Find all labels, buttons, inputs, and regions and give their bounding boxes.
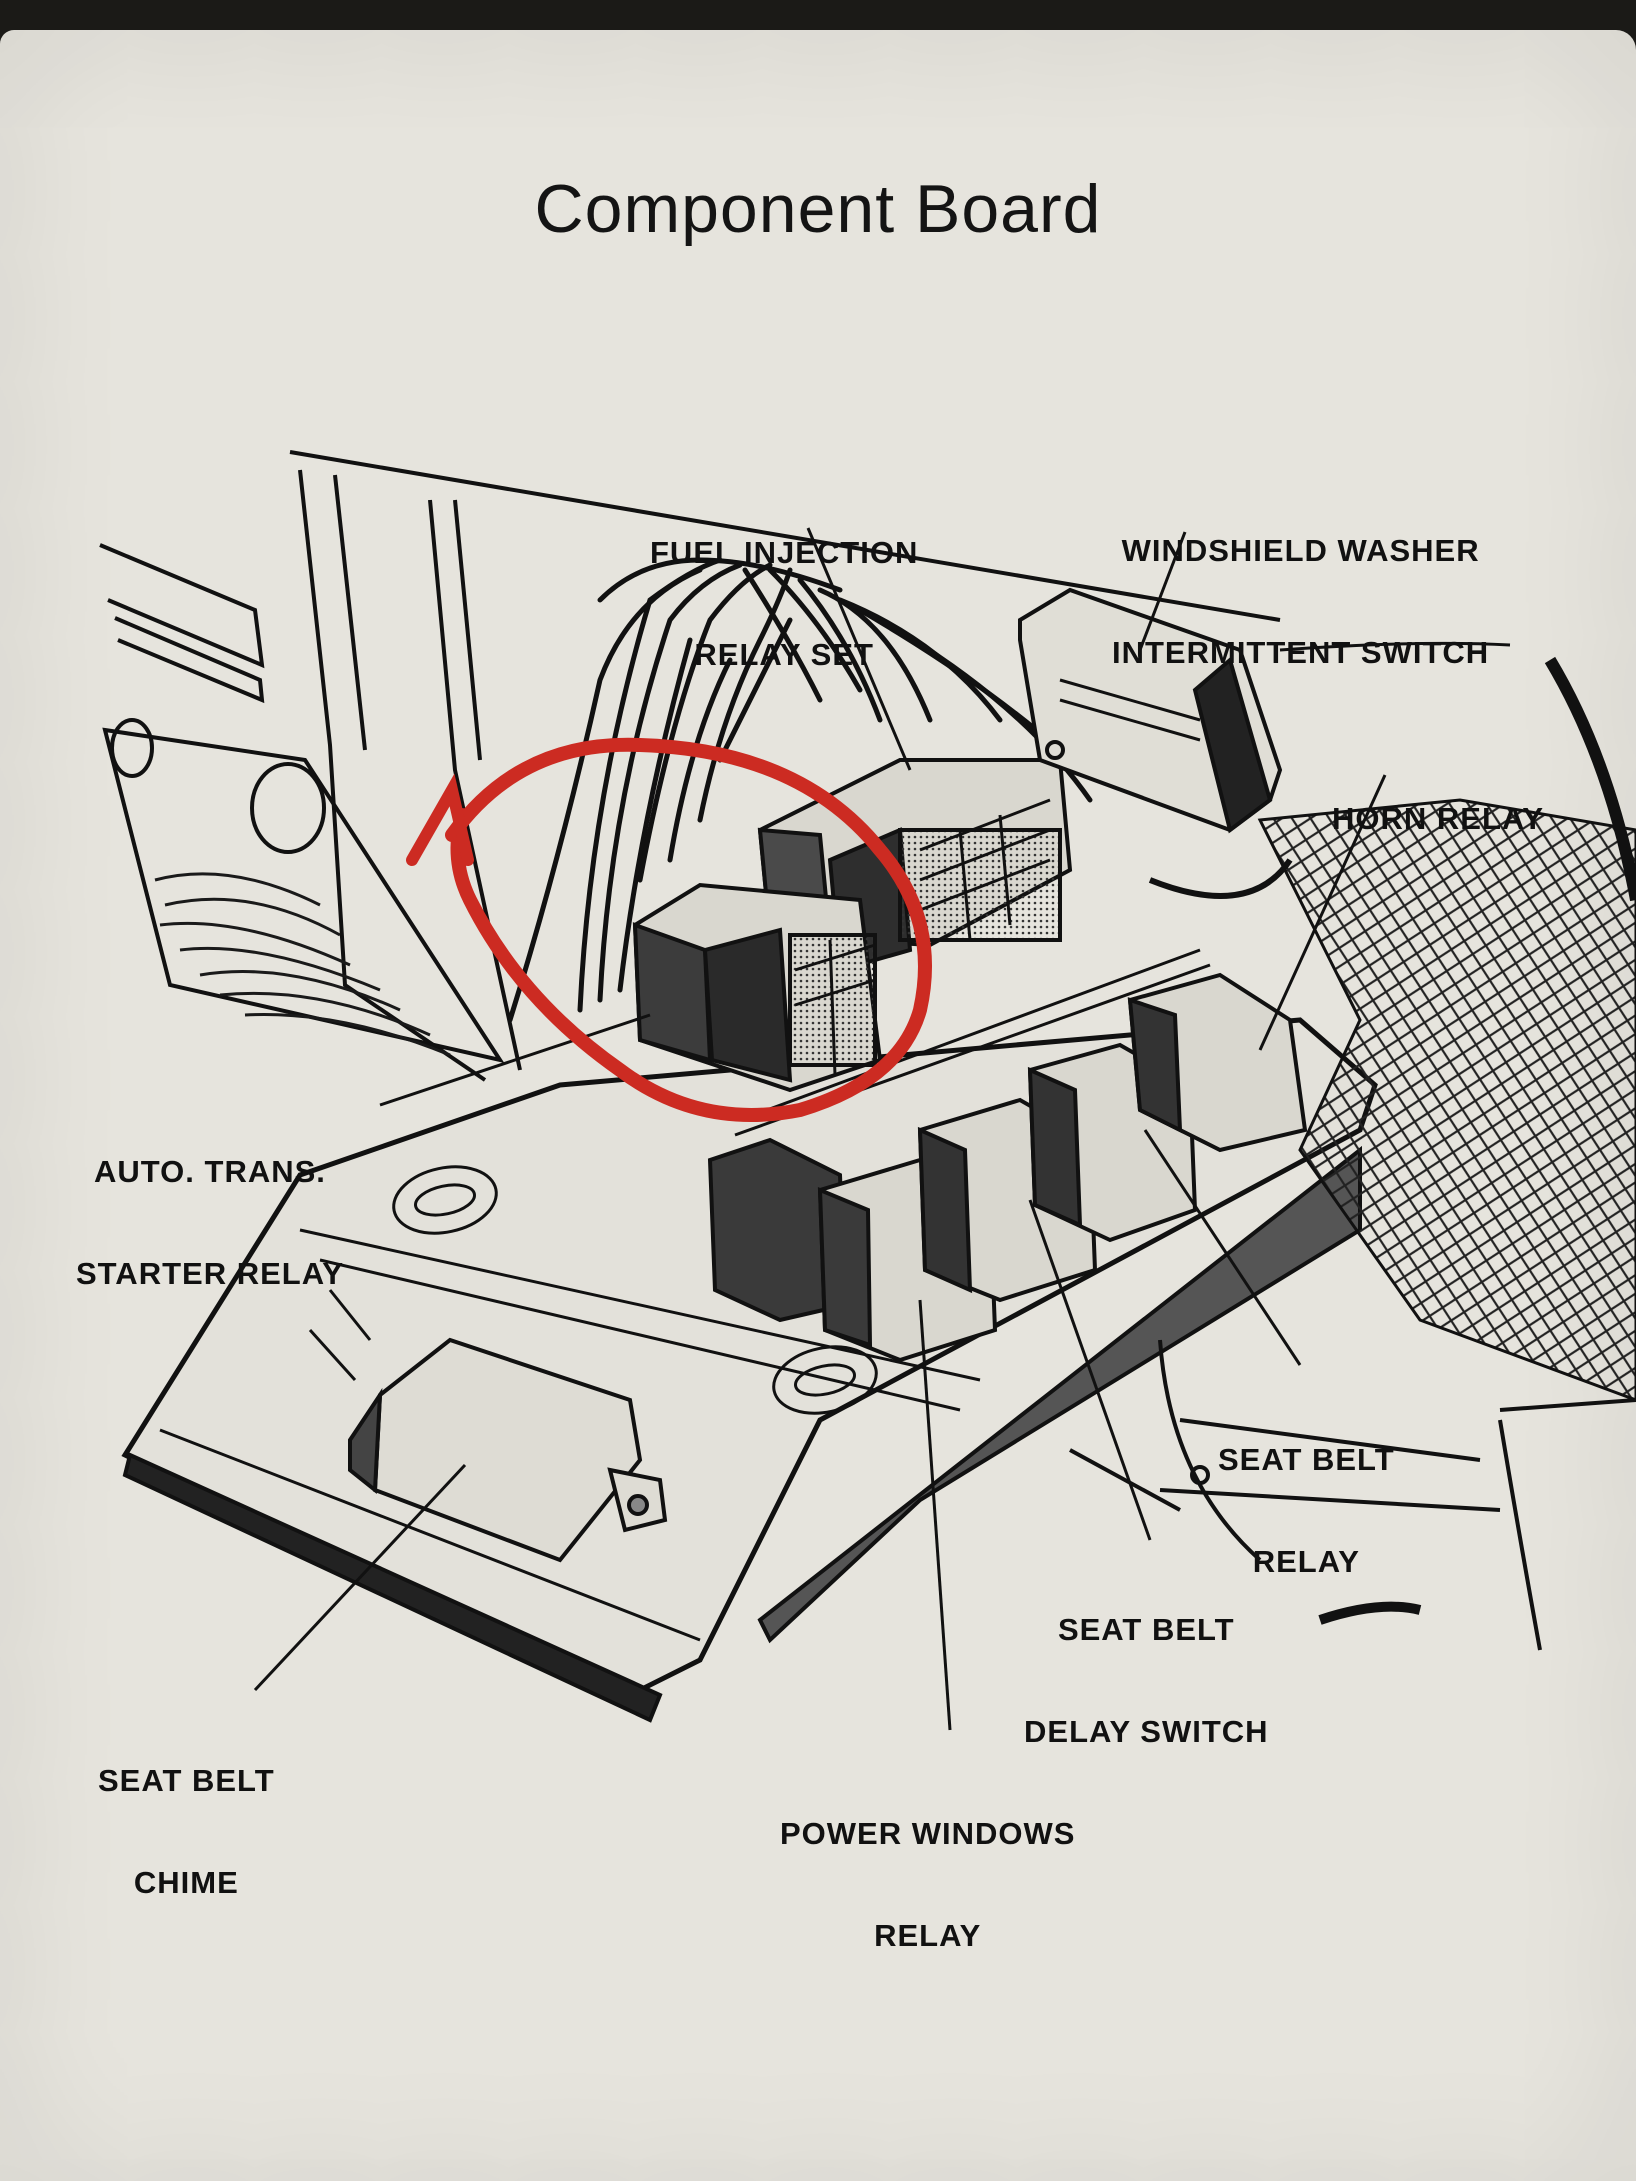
- label-power-windows-relay: POWER WINDOWS RELAY: [780, 1816, 1076, 1953]
- seat-belt-chime-module: [308, 1289, 668, 1563]
- leader-fuel-injection: [806, 527, 912, 771]
- label-seat-belt-relay: SEAT BELT RELAY: [1218, 1442, 1395, 1579]
- label-seat-belt-delay-switch: SEAT BELT DELAY SWITCH: [1024, 1612, 1269, 1749]
- leader-seat-belt-chime: [253, 1463, 467, 1692]
- page-title: Component Board: [534, 171, 1102, 247]
- label-seat-belt-chime: SEAT BELT CHIME: [98, 1763, 275, 1900]
- label-horn-relay: HORN RELAY: [1332, 801, 1545, 836]
- front-relays: [707, 948, 1308, 1363]
- leader-auto-trans: [379, 1013, 651, 1107]
- leader-lines: [253, 527, 1387, 1731]
- floor-panel: [1069, 1339, 1636, 1651]
- red-circle-annotation: [406, 737, 932, 1122]
- leader-windshield: [1138, 531, 1187, 651]
- auto-trans-starter-relay: [632, 882, 883, 1093]
- leader-power-windows: [918, 1299, 952, 1731]
- label-auto-trans-starter-relay: AUTO. TRANS. STARTER RELAY: [76, 1154, 344, 1291]
- windshield-washer-switch: [1018, 587, 1283, 834]
- vent-slats: [154, 872, 451, 1057]
- label-fuel-injection-relay-set: FUEL INJECTION RELAY SET: [650, 535, 919, 672]
- leader-seat-belt-relay: [1143, 1129, 1302, 1366]
- board-lines: [159, 1165, 981, 1642]
- kick-panel: [99, 450, 1281, 1082]
- leader-seat-belt-delay: [1028, 1199, 1152, 1541]
- floor-mesh: [1148, 641, 1636, 1402]
- board-front-face: [122, 1145, 1362, 1723]
- leader-horn: [1258, 774, 1387, 1051]
- label-windshield-washer-switch: WINDSHIELD WASHER INTERMITTENT SWITCH: [1112, 533, 1490, 670]
- wire-bundle: [507, 557, 1093, 1023]
